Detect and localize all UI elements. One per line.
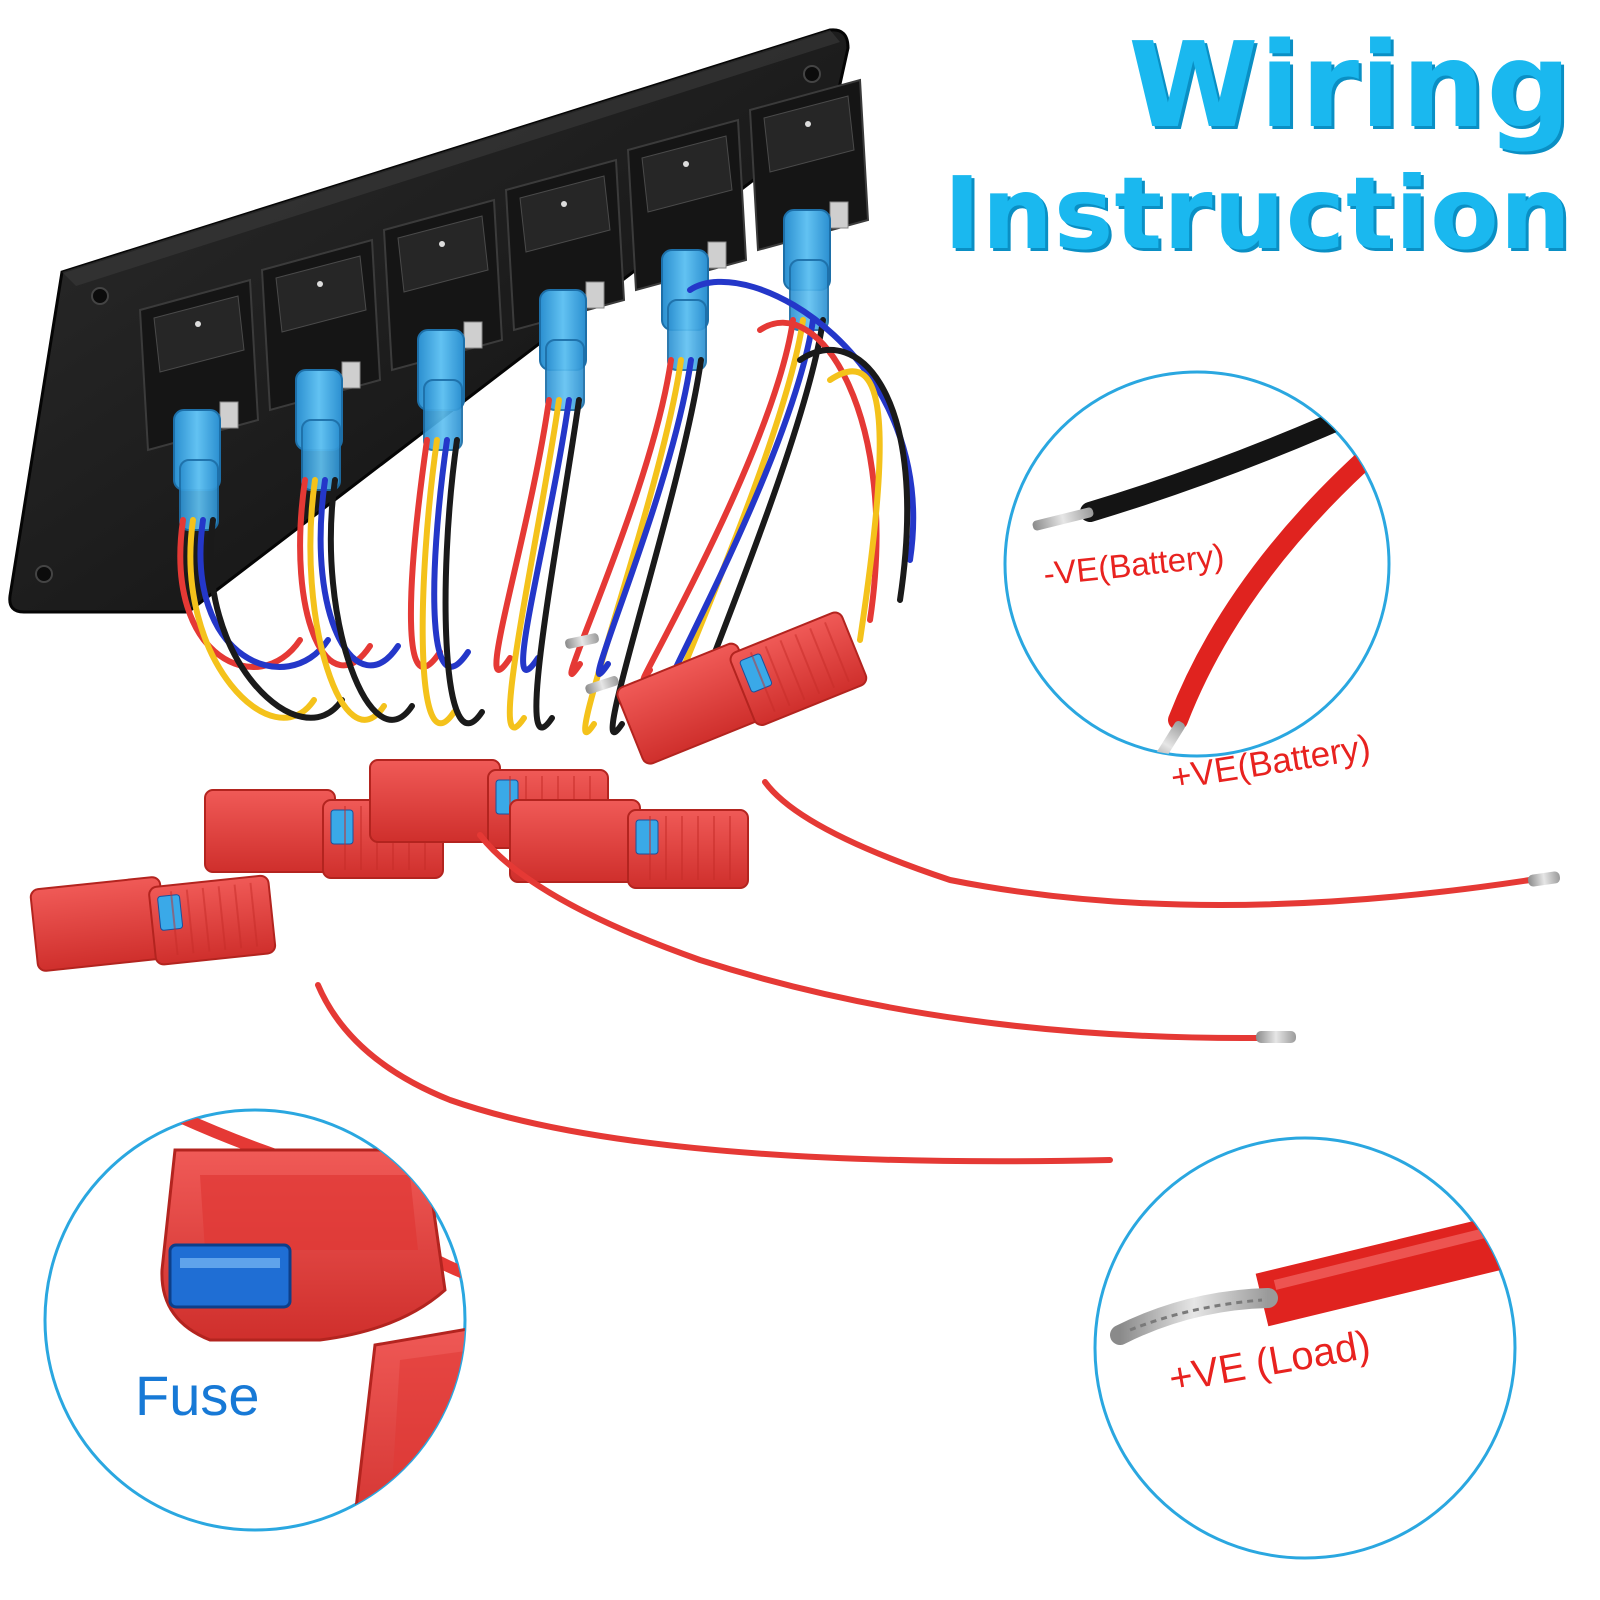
fuse-holders <box>29 611 868 972</box>
switch-rocker-back <box>519 175 611 253</box>
blade-fuse <box>635 819 659 855</box>
rocker-switch <box>504 158 626 411</box>
wire <box>757 319 880 623</box>
lead-tips <box>565 633 1561 1043</box>
title-line-wiring: Wiring <box>1128 16 1572 154</box>
indicator-dot <box>317 281 323 287</box>
fuse-holder-body <box>148 874 277 966</box>
load-leads <box>315 779 1533 1165</box>
wire <box>419 437 457 727</box>
wire <box>827 368 883 643</box>
fuse-holder-grip <box>201 887 211 952</box>
wire <box>640 317 796 682</box>
load-callout <box>1093 1136 1517 1560</box>
fuse-holder-grip <box>779 640 806 701</box>
wire <box>442 437 485 727</box>
fuse-holder-grip <box>824 622 850 683</box>
indicator-dot <box>195 321 201 327</box>
spade-terminal <box>585 281 605 309</box>
fuse-holder-grip <box>249 882 259 947</box>
fuse-label: Fuse <box>135 1364 260 1427</box>
indicator-dot <box>805 121 811 127</box>
wire <box>431 437 471 670</box>
fuse-callout <box>43 1108 467 1532</box>
load-wire-closeup <box>1255 1213 1515 1327</box>
indicator-dot <box>561 201 567 207</box>
wire <box>687 278 917 563</box>
indicator-dot <box>439 241 445 247</box>
wire <box>609 357 704 736</box>
wire <box>207 517 345 721</box>
wire <box>520 397 572 673</box>
spade-terminal <box>463 321 483 349</box>
wire-harness <box>177 278 917 741</box>
switch-rocker-back <box>153 295 245 373</box>
indicator-dot <box>683 161 689 167</box>
fuse-holder-cap <box>369 759 501 843</box>
wire <box>596 357 694 677</box>
spade-terminal <box>829 201 849 229</box>
fuse-holder-grip <box>764 646 791 707</box>
blade-fuse <box>168 1243 292 1309</box>
wire <box>568 357 674 677</box>
fuse-holder-cap <box>204 789 336 873</box>
fuse-holder-cap <box>509 799 641 883</box>
fuse-holder-grip <box>794 634 821 695</box>
switch-rocker-back <box>763 95 855 173</box>
stripped-strands <box>1110 1288 1278 1345</box>
rocker-switch <box>138 278 260 531</box>
wire <box>797 347 911 603</box>
fuse-holder-grip <box>749 652 776 713</box>
fuse-holder <box>509 799 749 889</box>
rocker-switch <box>748 78 870 331</box>
spade-terminal <box>707 241 727 269</box>
wire <box>307 477 387 723</box>
wire <box>197 517 331 670</box>
switch-rocker-back <box>397 215 489 293</box>
fuse-holder-grip <box>233 884 243 949</box>
rocker-switch <box>260 238 382 491</box>
wire <box>493 397 552 673</box>
blade-fuse <box>157 894 184 931</box>
rocker-switch <box>626 118 748 371</box>
wire <box>177 517 303 670</box>
rocker-switch-bodies <box>138 78 870 531</box>
wire <box>407 437 443 670</box>
wire <box>506 397 562 731</box>
fuse-holder-grip <box>809 628 836 689</box>
rocker-switch <box>382 198 504 451</box>
blade-fuse <box>330 809 354 845</box>
spade-terminal <box>341 361 361 389</box>
fuse-holder-cap <box>29 876 169 972</box>
switch-rocker-back <box>275 255 367 333</box>
fuse-holder-grip <box>169 891 179 956</box>
spade-terminal <box>219 401 239 429</box>
fuse-holder <box>29 874 277 972</box>
fuse-holder-grip <box>217 886 227 951</box>
wire <box>533 397 582 731</box>
fuse-holder <box>616 611 868 765</box>
wire <box>327 477 415 723</box>
switch-rocker-back <box>641 135 733 213</box>
title-line-instruction: Instruction <box>943 155 1572 272</box>
fuse-holder-grip <box>185 889 195 954</box>
